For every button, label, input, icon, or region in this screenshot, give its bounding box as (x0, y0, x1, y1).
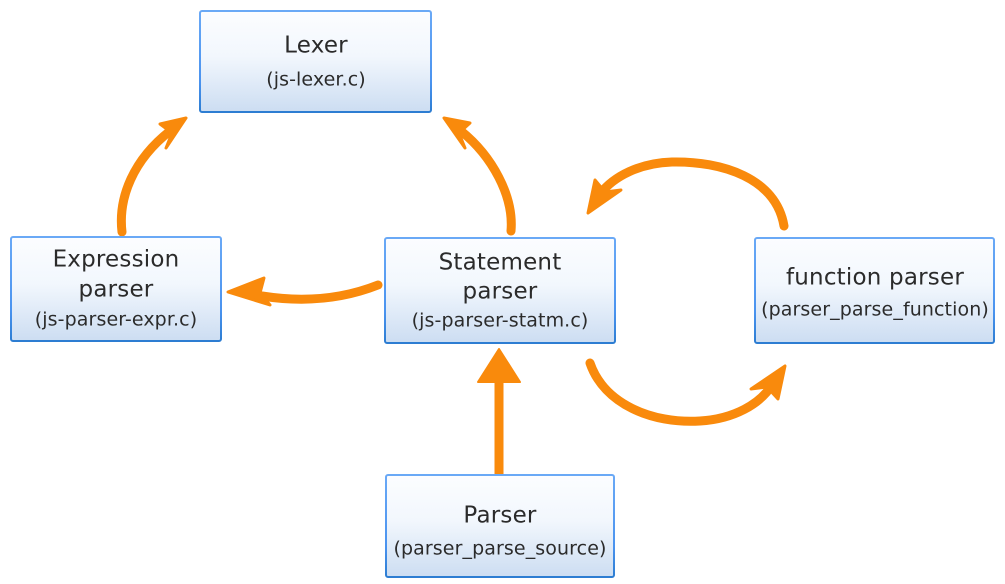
node-expression-parser-box[interactable] (10, 236, 222, 342)
node-function-parser-title: function parser (786, 265, 964, 291)
node-parser-title: Parser (463, 503, 537, 529)
node-statement-parser-title-line1: Statement (439, 250, 562, 276)
node-expression-parser-subtitle: (js-parser-expr.c) (35, 309, 197, 331)
node-lexer-title: Lexer (284, 33, 348, 59)
node-function-parser-box[interactable] (754, 237, 995, 344)
arrow-parser-to-statement-parser (477, 348, 521, 474)
arrow-function-parser-to-statement-parser (586, 157, 789, 231)
node-parser[interactable]: Parser (parser_parse_source) (385, 474, 615, 578)
node-statement-parser-box[interactable] (384, 237, 616, 344)
node-parser-box[interactable] (385, 474, 615, 578)
node-function-parser[interactable]: function parser (parser_parse_function) (754, 237, 995, 344)
node-statement-parser-title-line2: parser (463, 279, 538, 305)
arrow-statement-parser-to-function-parser (585, 358, 787, 426)
node-function-parser-subtitle: (parser_parse_function) (761, 299, 989, 321)
node-expression-parser-title-line1: Expression (53, 247, 180, 273)
node-expression-parser-title-line2: parser (79, 277, 154, 303)
node-statement-parser-subtitle: (js-parser-statm.c) (412, 310, 589, 332)
arrow-statement-parser-to-lexer (442, 116, 516, 236)
node-expression-parser[interactable]: Expression parser (js-parser-expr.c) (10, 236, 222, 342)
node-parser-subtitle: (parser_parse_source) (393, 538, 606, 560)
arrow-expression-parser-to-lexer (116, 116, 188, 237)
node-lexer-subtitle: (js-lexer.c) (266, 69, 366, 91)
node-lexer[interactable]: Lexer (js-lexer.c) (199, 10, 432, 113)
node-lexer-box[interactable] (199, 10, 432, 113)
arrow-statement-parser-to-expression-parser (226, 276, 383, 307)
node-statement-parser[interactable]: Statement parser (js-parser-statm.c) (384, 237, 616, 344)
